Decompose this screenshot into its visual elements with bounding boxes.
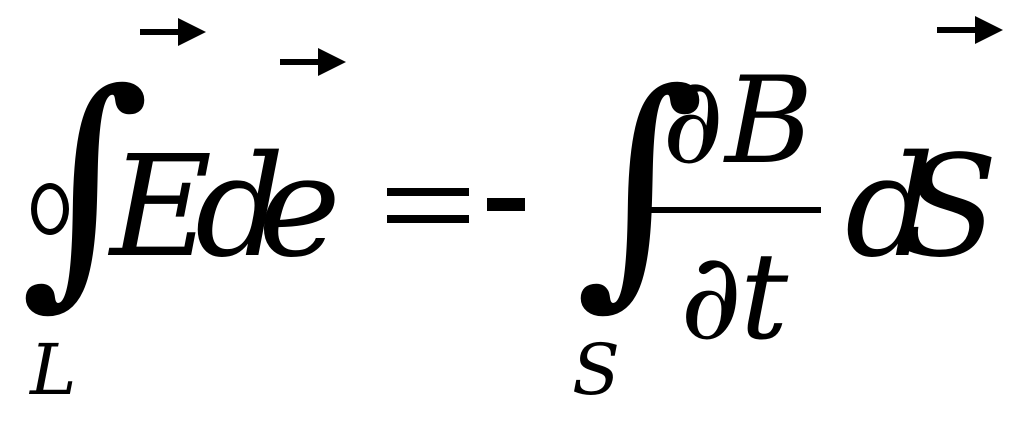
lhs-E: E [110,126,213,289]
lhs-e: e [258,126,341,289]
vector-arrow-S-icon [937,16,1003,44]
equals-sign: = [372,140,489,280]
contour-circle-icon [31,183,69,235]
equals-bottom-bar [387,215,469,223]
surface-subscript: S [572,329,620,411]
lhs-d: d [195,126,285,289]
rhs-d: d [845,126,935,289]
contour-subscript: L [30,329,77,411]
numerator-B: B [725,52,814,191]
denominator-t: t [740,228,789,367]
vector-arrow-e-icon [280,48,346,76]
numerator-partial: ∂ [662,52,725,191]
denominator-partial: ∂ [680,228,743,367]
rhs-S: S [902,126,998,289]
minus-bar [487,198,525,211]
vector-arrow-E-icon [140,18,206,46]
equals-top-bar [387,188,469,196]
fraction-bar [651,207,821,213]
surface-integral-symbol: ∫ [575,39,706,330]
